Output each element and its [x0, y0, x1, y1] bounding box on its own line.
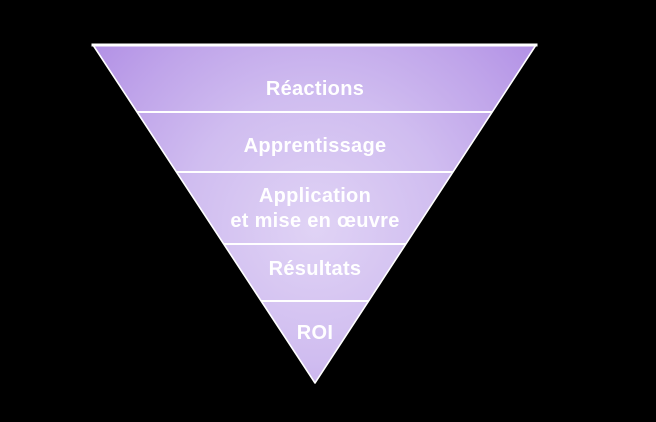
level-label-roi: ROI — [297, 322, 333, 344]
level-label-application-line1: Application — [259, 185, 371, 207]
level-label-application-line2: et mise en œuvre — [230, 210, 399, 232]
level-label-reactions: Réactions — [266, 78, 364, 100]
level-label-resultats: Résultats — [269, 258, 362, 280]
level-label-apprentissage: Apprentissage — [244, 135, 387, 157]
